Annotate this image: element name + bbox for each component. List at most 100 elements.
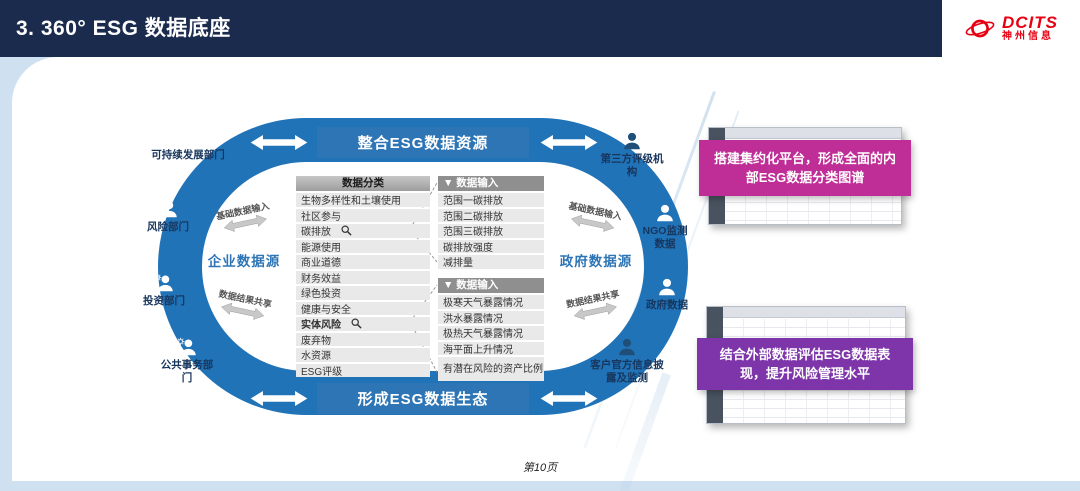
table-row: 能源使用 — [296, 239, 430, 254]
data-input-table-physical-risk: ▼ 数据输入 极寒天气暴露情况 洪水暴露情况 极热天气暴露情况 海平面上升情况 … — [438, 278, 544, 381]
actor-sustainability-dept: 可持续发展部门 — [150, 126, 226, 162]
table-row: 健康与安全 — [296, 301, 430, 316]
row-label: 绿色投资 — [301, 289, 341, 301]
actor-investment-dept: 投资部门 — [142, 272, 186, 308]
double-arrow-icon — [540, 134, 598, 151]
table-row: 有潜在风险的资产比例 — [438, 357, 544, 381]
row-label: 减排量 — [443, 258, 473, 270]
data-classification-table: 数据分类 生物多样性和土壤使用 社区参与 碳排放 能源使用 商业道德 财务效益 … — [296, 176, 430, 378]
actor-label: NGO监测数据 — [642, 225, 688, 251]
row-label: 健康与安全 — [301, 304, 351, 316]
table-row: 洪水暴露情况 — [438, 310, 544, 325]
double-arrow-icon — [540, 390, 598, 407]
actor-label: 公共事务部门 — [160, 359, 214, 385]
table-row: 海平面上升情况 — [438, 341, 544, 356]
page-title: 3. 360° ESG 数据底座 — [16, 17, 231, 40]
row-label: 实体风险 — [301, 320, 341, 332]
person-gear-icon — [177, 127, 197, 146]
gray-double-arrow-icon — [573, 302, 617, 320]
page-number: 第10页 — [522, 462, 558, 474]
row-label: 财务效益 — [301, 273, 341, 285]
actor-ngo-monitoring-data: NGO监测数据 — [642, 202, 688, 251]
row-label: 商业道德 — [301, 258, 341, 270]
government-data-source-label: 政府数据源 — [559, 254, 633, 269]
row-label: 碳排放 — [301, 227, 331, 239]
table-row: 极热天气暴露情况 — [438, 326, 544, 340]
gray-double-arrow-icon — [223, 214, 267, 232]
table-row: 范围三碳排放 — [438, 224, 544, 238]
row-label: 洪水暴露情况 — [443, 313, 503, 325]
arrow-basic-data-input-right: 基础数据输入 — [546, 195, 641, 240]
actor-label: 风险部门 — [147, 221, 189, 233]
magnifier-icon — [351, 318, 362, 329]
row-label: 能源使用 — [301, 242, 341, 254]
callout-risk-management: 结合外部数据评估ESG数据表现，提升风险管理水平 — [697, 338, 913, 390]
actor-customer-disclosure: 客户官方信息披露及监测 — [586, 336, 668, 385]
arrow-data-result-sharing-left: 数据结果共享 — [196, 283, 291, 328]
row-label: 极热天气暴露情况 — [443, 329, 523, 341]
table-row: 社区参与 — [296, 208, 430, 223]
actor-label: 客户官方信息披露及监测 — [590, 359, 664, 385]
banner-form-esg-ecosystem: 形成ESG数据生态 — [317, 383, 529, 414]
row-label: 范围二碳排放 — [443, 211, 503, 223]
screenshot-header-row — [723, 307, 905, 318]
row-label: 范围一碳排放 — [443, 196, 503, 208]
callout-internal-esg-map: 搭建集约化平台，形成全面的内部ESG数据分类图谱 — [699, 140, 911, 196]
actor-risk-dept: 风险部门 — [146, 198, 190, 234]
table-row: 范围一碳排放 — [438, 193, 544, 207]
banner-integrate-esg-data: 整合ESG数据资源 — [317, 127, 529, 158]
arrow-data-result-sharing-right: 数据结果共享 — [546, 283, 641, 328]
table-row: 碳排放 — [296, 224, 430, 238]
table-row: 财务效益 — [296, 270, 430, 285]
person-gear-icon — [176, 337, 196, 356]
table-header: ▼ 数据输入 — [438, 176, 544, 191]
row-label: 碳排放强度 — [443, 242, 493, 254]
table-header: 数据分类 — [296, 176, 430, 191]
gray-double-arrow-icon — [571, 214, 615, 232]
table-row: ESG评级 — [296, 363, 430, 378]
table-row: 范围二碳排放 — [438, 208, 544, 223]
dcits-logo: DCITS 神州信息 — [942, 0, 1080, 57]
person-gear-icon — [153, 273, 173, 292]
table-header: ▼ 数据输入 — [438, 278, 544, 293]
person-icon — [619, 338, 635, 356]
person-icon — [659, 278, 675, 296]
actor-label: 投资部门 — [143, 295, 185, 307]
table-row: 碳排放强度 — [438, 239, 544, 254]
double-arrow-icon — [250, 134, 308, 151]
actor-label: 政府数据 — [646, 299, 688, 311]
table-row: 商业道德 — [296, 255, 430, 269]
data-input-table-carbon: ▼ 数据输入 范围一碳排放 范围二碳排放 范围三碳排放 碳排放强度 减排量 — [438, 176, 544, 269]
table-row: 水资源 — [296, 348, 430, 362]
header-bar: 3. 360° ESG 数据底座 — [0, 0, 1080, 57]
logo-company-text: 神州信息 — [1002, 31, 1054, 43]
person-icon — [657, 204, 673, 222]
person-icon — [624, 132, 640, 150]
table-row: 废弃物 — [296, 332, 430, 347]
row-label: 范围三碳排放 — [443, 227, 503, 239]
row-label: 水资源 — [301, 351, 331, 363]
row-label: 生物多样性和土壤使用 — [301, 196, 401, 208]
actor-third-party-rating: 第三方评级机构 — [596, 130, 668, 179]
row-label: 废弃物 — [301, 335, 331, 347]
actor-government-data: 政府数据 — [646, 276, 688, 312]
table-row-physical-risk: 实体风险 — [296, 317, 430, 331]
row-label: 极寒天气暴露情况 — [443, 298, 523, 310]
screenshot-header-row — [725, 128, 901, 139]
table-row: 减排量 — [438, 255, 544, 269]
row-label: 有潜在风险的资产比例 — [443, 363, 543, 375]
actor-label: 可持续发展部门 — [151, 149, 225, 161]
actor-label: 第三方评级机构 — [600, 153, 664, 179]
table-row: 极寒天气暴露情况 — [438, 295, 544, 309]
double-arrow-icon — [250, 390, 308, 407]
row-label: 海平面上升情况 — [443, 344, 513, 356]
row-label: ESG评级 — [301, 366, 343, 378]
person-gear-icon — [157, 199, 177, 218]
table-row: 生物多样性和土壤使用 — [296, 193, 430, 207]
dcits-logo-icon — [965, 19, 995, 38]
gray-double-arrow-icon — [221, 302, 265, 320]
magnifier-icon — [341, 225, 352, 236]
row-label: 社区参与 — [301, 211, 341, 223]
arrow-basic-data-input-left: 基础数据输入 — [196, 195, 291, 240]
